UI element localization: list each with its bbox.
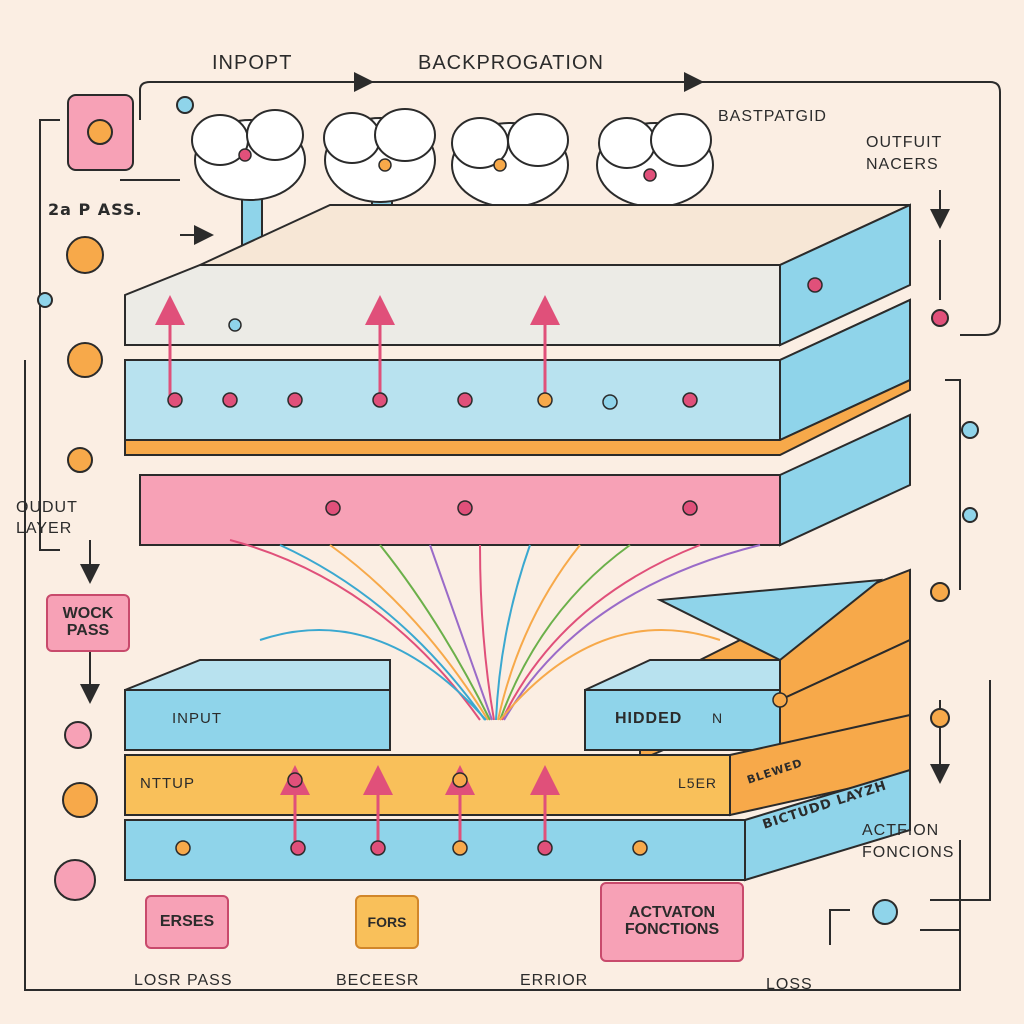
error-label: ERRIOR (520, 972, 589, 989)
activation-functions-tag: ACTVATON FONCTIONS (600, 882, 744, 962)
erses-tag: ERSES (145, 895, 229, 949)
cloud-nodes (191, 108, 714, 266)
corner-label: BASTPATGID (718, 108, 827, 125)
action-functions-label: ACTFION FONCIONS (862, 822, 955, 862)
hidded-block (584, 659, 781, 751)
hidded-layer-suffix: N (712, 710, 724, 726)
layer-nodes (167, 277, 823, 856)
top-slab (124, 203, 911, 347)
nttup-layer-label: NTTUP (140, 775, 195, 792)
input-block (124, 659, 391, 751)
hidded-layer-label: HIDDED (615, 710, 683, 727)
lser-layer-label: L5ER (678, 775, 718, 791)
backprop-header-label: BACKPROGATION (418, 52, 604, 74)
input-header-label: INPOPT (212, 52, 293, 74)
wock-pass-tag: WOCK PASS (46, 594, 130, 652)
fors-tag: FORS (355, 895, 419, 949)
losr-pass-label: LOSR PASS (134, 972, 233, 989)
output-nacers-label: OUTFUIT NACERS (866, 134, 943, 174)
side-nodes (37, 94, 979, 925)
loss-label: LOSS (766, 976, 813, 993)
blue-slab-upper (124, 298, 911, 456)
connection-bundle (229, 539, 761, 721)
output-layer-label: OUDUT LAYER (16, 499, 78, 537)
vertical-arrows (155, 295, 560, 850)
pass-label: 2a P ASS. (48, 200, 143, 219)
input-layer-label: INPUT (172, 710, 222, 727)
beceesr-label: BECEESR (336, 972, 420, 989)
